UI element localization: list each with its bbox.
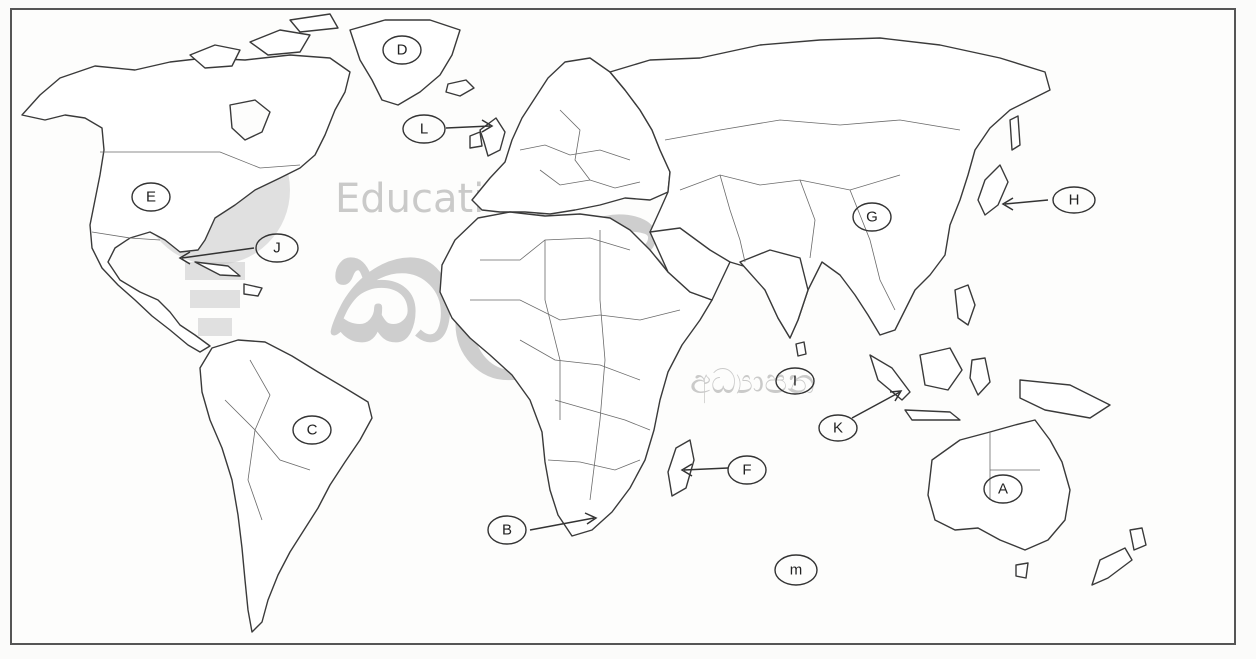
watermark-text-adhyapana: අධ්‍යාපන <box>690 362 815 404</box>
border-africa-2 <box>470 299 681 321</box>
marker-g: G <box>852 202 892 232</box>
india <box>739 249 809 339</box>
great-britain <box>479 117 506 157</box>
svg-text:C: C <box>307 422 318 439</box>
border-africa-6 <box>544 240 561 420</box>
arctic-island-1 <box>189 44 241 69</box>
north-america <box>21 54 351 353</box>
new-zealand-north <box>1129 527 1147 551</box>
marker-j: J <box>255 233 299 263</box>
marker-h: H <box>1052 186 1096 214</box>
africa <box>439 211 713 537</box>
svg-text:F: F <box>742 462 751 479</box>
arctic-island-3 <box>289 13 339 33</box>
svg-text:J: J <box>273 240 281 257</box>
marker-i: I <box>775 367 815 395</box>
watermark-bulb-base-2 <box>190 290 240 308</box>
svg-text:G: G <box>866 209 878 226</box>
border-europe-3 <box>559 109 591 181</box>
border-us-canada <box>100 151 301 169</box>
border-asia-3 <box>719 174 746 263</box>
arrow-b <box>529 517 595 531</box>
arctic-island-2 <box>249 29 311 56</box>
border-asia-1 <box>664 119 961 141</box>
sulawesi <box>969 357 991 396</box>
south-america <box>199 339 373 633</box>
arrow-k-head <box>889 390 903 402</box>
svg-text:I: I <box>793 373 797 390</box>
svg-text:E: E <box>146 189 156 206</box>
borneo <box>919 347 963 391</box>
arrow-l <box>445 125 491 129</box>
arrow-l-head <box>481 119 494 133</box>
marker-d: D <box>382 35 422 65</box>
border-asia-4 <box>799 179 816 259</box>
sri-lanka <box>795 341 807 357</box>
arrow-b-head <box>584 512 598 525</box>
border-south-america-2 <box>224 399 263 521</box>
svg-text:D: D <box>397 42 408 59</box>
svg-text:L: L <box>420 121 428 138</box>
japan <box>977 164 1009 216</box>
markers: A B C D E F G <box>131 35 1096 586</box>
svg-text:m: m <box>790 562 803 579</box>
watermark-bulb-base-3 <box>198 318 232 336</box>
iceland <box>445 79 475 97</box>
sakhalin <box>1009 115 1021 151</box>
border-asia-5 <box>849 189 896 311</box>
arrow-j-head <box>178 251 191 265</box>
marker-k: K <box>818 414 858 442</box>
marker-e: E <box>131 182 171 212</box>
tasmania <box>1015 562 1029 579</box>
new-guinea <box>1019 379 1111 419</box>
landmasses <box>21 13 1147 633</box>
arrow-f <box>683 467 729 471</box>
border-africa-3 <box>519 339 641 381</box>
marker-m: m <box>774 554 818 586</box>
arabian-peninsula <box>649 227 731 301</box>
svg-text:K: K <box>833 420 843 437</box>
border-europe-1 <box>519 144 631 161</box>
svg-text:H: H <box>1069 192 1080 209</box>
marker-f: F <box>727 455 767 485</box>
arrow-h <box>1004 199 1049 205</box>
hudson-bay <box>229 99 271 141</box>
ireland <box>469 131 483 149</box>
marker-a: A <box>983 474 1023 504</box>
pointer-arrows <box>178 119 1049 531</box>
border-asia-2 <box>679 174 901 191</box>
arrow-f-head <box>680 463 693 477</box>
arrow-k <box>851 391 901 419</box>
philippines <box>954 284 976 326</box>
border-africa-4 <box>554 399 651 431</box>
svg-text:A: A <box>998 481 1008 498</box>
hispaniola <box>243 283 263 297</box>
new-zealand-south <box>1091 547 1133 586</box>
marker-c: C <box>292 415 332 445</box>
arrow-h-head <box>1001 197 1014 211</box>
arrow-j <box>181 247 255 259</box>
border-us-mexico <box>91 231 161 241</box>
marker-b: B <box>487 515 527 545</box>
country-borders <box>91 109 1040 521</box>
border-africa-7 <box>589 230 606 501</box>
cuba <box>194 261 241 277</box>
svg-text:B: B <box>502 522 512 539</box>
madagascar <box>667 439 695 497</box>
greenland <box>349 19 461 106</box>
java <box>904 409 961 421</box>
marker-l: L <box>402 114 446 144</box>
border-africa-5 <box>547 459 641 471</box>
sumatra <box>869 354 911 401</box>
australia <box>927 419 1071 551</box>
